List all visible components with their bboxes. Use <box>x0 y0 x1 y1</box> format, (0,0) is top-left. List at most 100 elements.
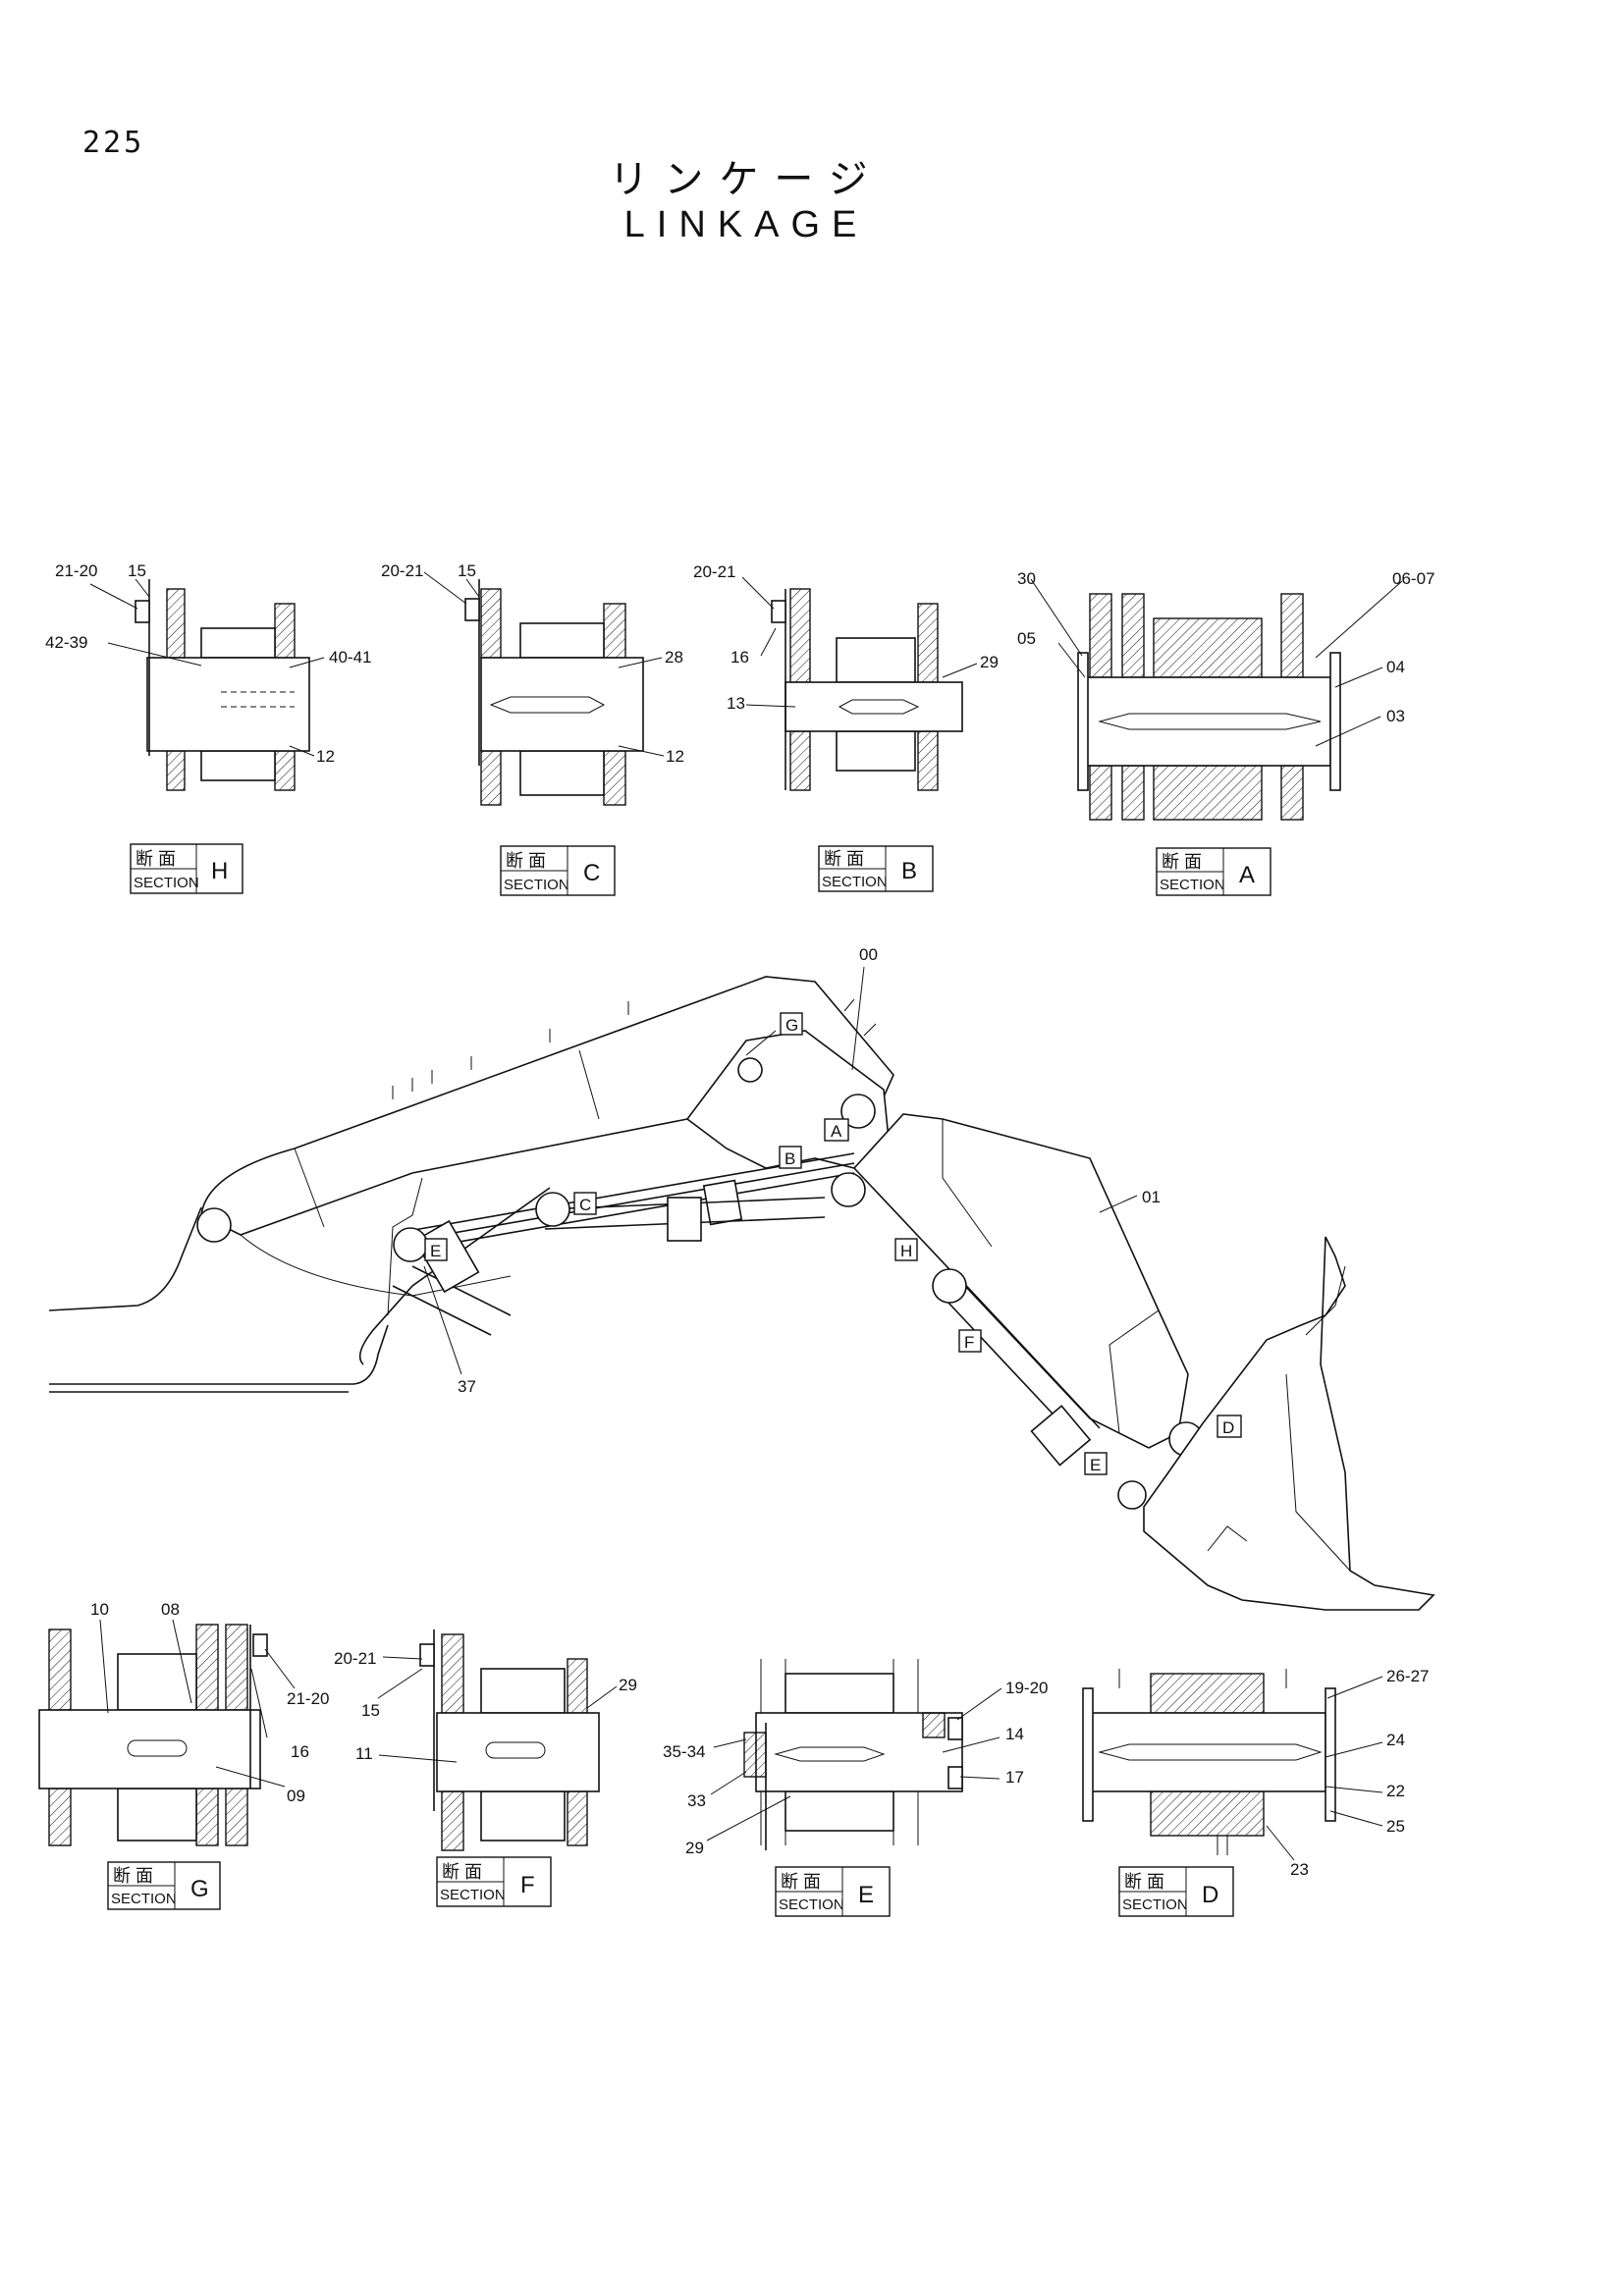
label-15: 15 <box>361 1701 380 1720</box>
label-21-20: 21-20 <box>287 1689 329 1708</box>
svg-text:断 面: 断 面 <box>824 849 864 869</box>
label-05: 05 <box>1017 629 1036 648</box>
label-06-07: 06-07 <box>1392 569 1434 588</box>
svg-text:SECTION: SECTION <box>779 1896 844 1913</box>
svg-text:A: A <box>831 1122 842 1141</box>
svg-text:SECTION: SECTION <box>822 874 888 890</box>
label-20-21: 20-21 <box>334 1649 376 1668</box>
label-23: 23 <box>1290 1860 1309 1879</box>
section-h-badge: 断 面 SECTION H <box>130 843 243 894</box>
svg-text:H: H <box>900 1242 912 1260</box>
svg-text:SECTION: SECTION <box>1122 1896 1188 1913</box>
label-19-20: 19-20 <box>1005 1679 1048 1697</box>
label-12: 12 <box>316 747 335 766</box>
svg-text:断 面: 断 面 <box>506 851 546 871</box>
label-13: 13 <box>727 694 745 713</box>
svg-text:SECTION: SECTION <box>111 1891 177 1907</box>
label-29: 29 <box>619 1676 637 1694</box>
section-c-badge: 断 面 SECTION C <box>500 845 616 896</box>
svg-text:D: D <box>1202 1882 1218 1908</box>
label-15: 15 <box>458 561 476 580</box>
svg-text:A: A <box>1239 862 1255 888</box>
label-09: 09 <box>287 1787 305 1805</box>
label-37: 37 <box>458 1377 476 1396</box>
svg-text:SECTION: SECTION <box>440 1887 506 1903</box>
section-a-badge: 断 面 SECTION A <box>1156 847 1271 896</box>
svg-text:F: F <box>520 1872 535 1898</box>
title-english: LINKAGE <box>623 204 869 245</box>
section-f-drawing <box>377 1629 618 1851</box>
label-26-27: 26-27 <box>1386 1667 1429 1685</box>
section-e-badge: 断 面 SECTION E <box>775 1866 891 1917</box>
section-marker-d: D <box>1217 1415 1242 1438</box>
section-h-drawing <box>89 578 325 791</box>
section-c-drawing <box>423 571 665 806</box>
svg-text:C: C <box>583 860 600 886</box>
section-b-drawing <box>741 576 978 791</box>
section-marker-h: H <box>894 1238 918 1261</box>
svg-text:F: F <box>964 1333 974 1352</box>
label-29: 29 <box>685 1839 704 1857</box>
page-number: 225 <box>82 126 145 160</box>
label-01: 01 <box>1142 1188 1161 1206</box>
label-16: 16 <box>730 648 749 667</box>
section-f-badge: 断 面 SECTION F <box>436 1856 552 1907</box>
section-marker-a: A <box>824 1118 849 1142</box>
svg-text:断 面: 断 面 <box>1124 1872 1164 1892</box>
label-33: 33 <box>687 1791 706 1810</box>
label-12: 12 <box>666 747 684 766</box>
svg-text:D: D <box>1222 1418 1234 1437</box>
svg-text:断 面: 断 面 <box>1162 852 1202 872</box>
svg-text:SECTION: SECTION <box>134 875 199 891</box>
svg-text:断 面: 断 面 <box>135 849 176 869</box>
svg-text:SECTION: SECTION <box>504 877 569 893</box>
svg-text:断 面: 断 面 <box>781 1872 821 1892</box>
title-japanese: リンケージ <box>609 157 884 202</box>
label-00: 00 <box>859 945 878 964</box>
label-20-21: 20-21 <box>381 561 423 580</box>
section-e-drawing <box>706 1659 1002 1850</box>
svg-text:H: H <box>211 858 228 884</box>
section-d-badge: 断 面 SECTION D <box>1118 1866 1234 1917</box>
section-marker-b: B <box>779 1146 802 1169</box>
section-marker-c: C <box>573 1192 597 1215</box>
svg-text:B: B <box>784 1149 795 1168</box>
section-a-drawing <box>1030 578 1403 821</box>
label-28: 28 <box>665 648 683 667</box>
svg-text:SECTION: SECTION <box>1160 877 1225 893</box>
label-21-20: 21-20 <box>55 561 97 580</box>
main-linkage-drawing <box>48 976 1435 1611</box>
label-30: 30 <box>1017 569 1036 588</box>
label-11: 11 <box>355 1744 373 1763</box>
section-d-drawing <box>1082 1669 1383 1861</box>
svg-text:E: E <box>858 1882 874 1908</box>
section-marker-e2: E <box>1084 1452 1108 1475</box>
label-20-21: 20-21 <box>693 562 735 581</box>
section-marker-e: E <box>424 1238 448 1261</box>
label-29: 29 <box>980 653 999 671</box>
label-17: 17 <box>1005 1768 1024 1787</box>
svg-text:E: E <box>430 1242 441 1260</box>
section-g-drawing <box>38 1619 296 1846</box>
label-25: 25 <box>1386 1817 1405 1836</box>
svg-text:G: G <box>190 1876 209 1902</box>
label-10: 10 <box>90 1600 109 1619</box>
svg-text:E: E <box>1090 1456 1101 1474</box>
label-35-34: 35-34 <box>663 1742 705 1761</box>
label-03: 03 <box>1386 707 1405 725</box>
section-b-badge: 断 面 SECTION B <box>818 845 934 892</box>
label-40-41: 40-41 <box>329 648 371 667</box>
svg-text:G: G <box>785 1016 798 1035</box>
label-16: 16 <box>291 1742 309 1761</box>
svg-text:断 面: 断 面 <box>113 1866 153 1886</box>
label-22: 22 <box>1386 1782 1405 1800</box>
svg-text:C: C <box>579 1196 591 1214</box>
label-14: 14 <box>1005 1725 1024 1743</box>
svg-text:断 面: 断 面 <box>442 1862 482 1882</box>
section-marker-f: F <box>958 1329 982 1353</box>
label-04: 04 <box>1386 658 1405 676</box>
svg-text:B: B <box>901 858 917 884</box>
section-g-badge: 断 面 SECTION G <box>107 1861 221 1910</box>
label-24: 24 <box>1386 1731 1405 1749</box>
